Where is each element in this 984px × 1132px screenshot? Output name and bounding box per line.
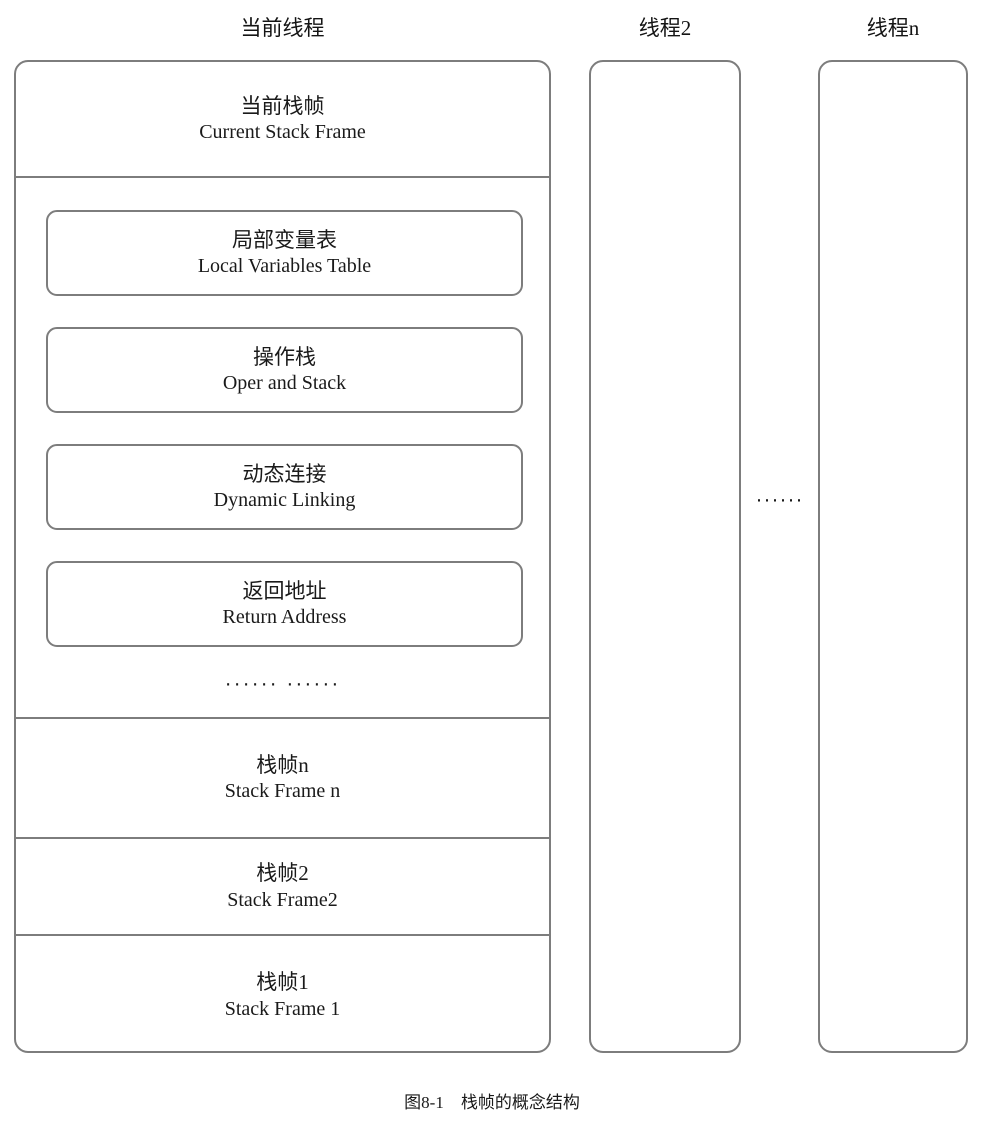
stack-frame-n-row: 栈帧n Stack Frame n — [16, 717, 549, 839]
local-variables-table-label-cn: 局部变量表 — [232, 227, 337, 252]
dynamic-linking-label-en: Dynamic Linking — [213, 489, 356, 512]
component-dynamic-linking: 动态连接 Dynamic Linking — [46, 444, 523, 530]
operand-stack-label-cn: 操作栈 — [253, 344, 316, 369]
local-variables-table-label-en: Local Variables Table — [197, 255, 372, 278]
frame-components-ellipsis: ······ ······ — [224, 672, 341, 695]
stack-frame-2-row: 栈帧2 Stack Frame2 — [16, 839, 549, 936]
stack-frame-1-row: 栈帧1 Stack Frame 1 — [16, 936, 549, 1055]
threads-ellipsis: ······ — [755, 488, 804, 511]
stack-frame-2-label-en: Stack Frame2 — [227, 888, 338, 911]
thread-2-stack-column — [589, 60, 741, 1053]
column-header-current-thread: 当前线程 — [240, 16, 325, 40]
stack-frame-1-label-cn: 栈帧1 — [256, 970, 309, 995]
stack-frame-2-label-cn: 栈帧2 — [256, 861, 309, 886]
current-stack-frame-label-en: Current Stack Frame — [199, 121, 366, 144]
stack-frame-n-label-en: Stack Frame n — [224, 780, 341, 803]
current-stack-frame-header: 当前栈帧 Current Stack Frame — [16, 62, 549, 178]
component-local-variables-table: 局部变量表 Local Variables Table — [46, 210, 523, 296]
current-thread-stack-column: 当前栈帧 Current Stack Frame 局部变量表 Local Var… — [14, 60, 551, 1053]
component-return-address: 返回地址 Return Address — [46, 561, 523, 647]
figure-caption: 图8-1 栈帧的概念结构 — [404, 1093, 580, 1112]
stack-frame-n-label-cn: 栈帧n — [256, 752, 309, 777]
return-address-label-en: Return Address — [222, 606, 347, 629]
operand-stack-label-en: Oper and Stack — [222, 372, 347, 395]
current-stack-frame-body: 局部变量表 Local Variables Table 操作栈 Oper and… — [16, 178, 549, 717]
column-header-thread-n: 线程n — [866, 16, 920, 40]
stack-frame-1-label-en: Stack Frame 1 — [224, 997, 341, 1020]
dynamic-linking-label-cn: 动态连接 — [242, 461, 327, 486]
current-stack-frame-label-cn: 当前栈帧 — [240, 93, 325, 118]
component-operand-stack: 操作栈 Oper and Stack — [46, 327, 523, 413]
return-address-label-cn: 返回地址 — [242, 578, 327, 603]
column-header-thread-2: 线程2 — [638, 16, 692, 40]
thread-n-stack-column — [818, 60, 968, 1053]
